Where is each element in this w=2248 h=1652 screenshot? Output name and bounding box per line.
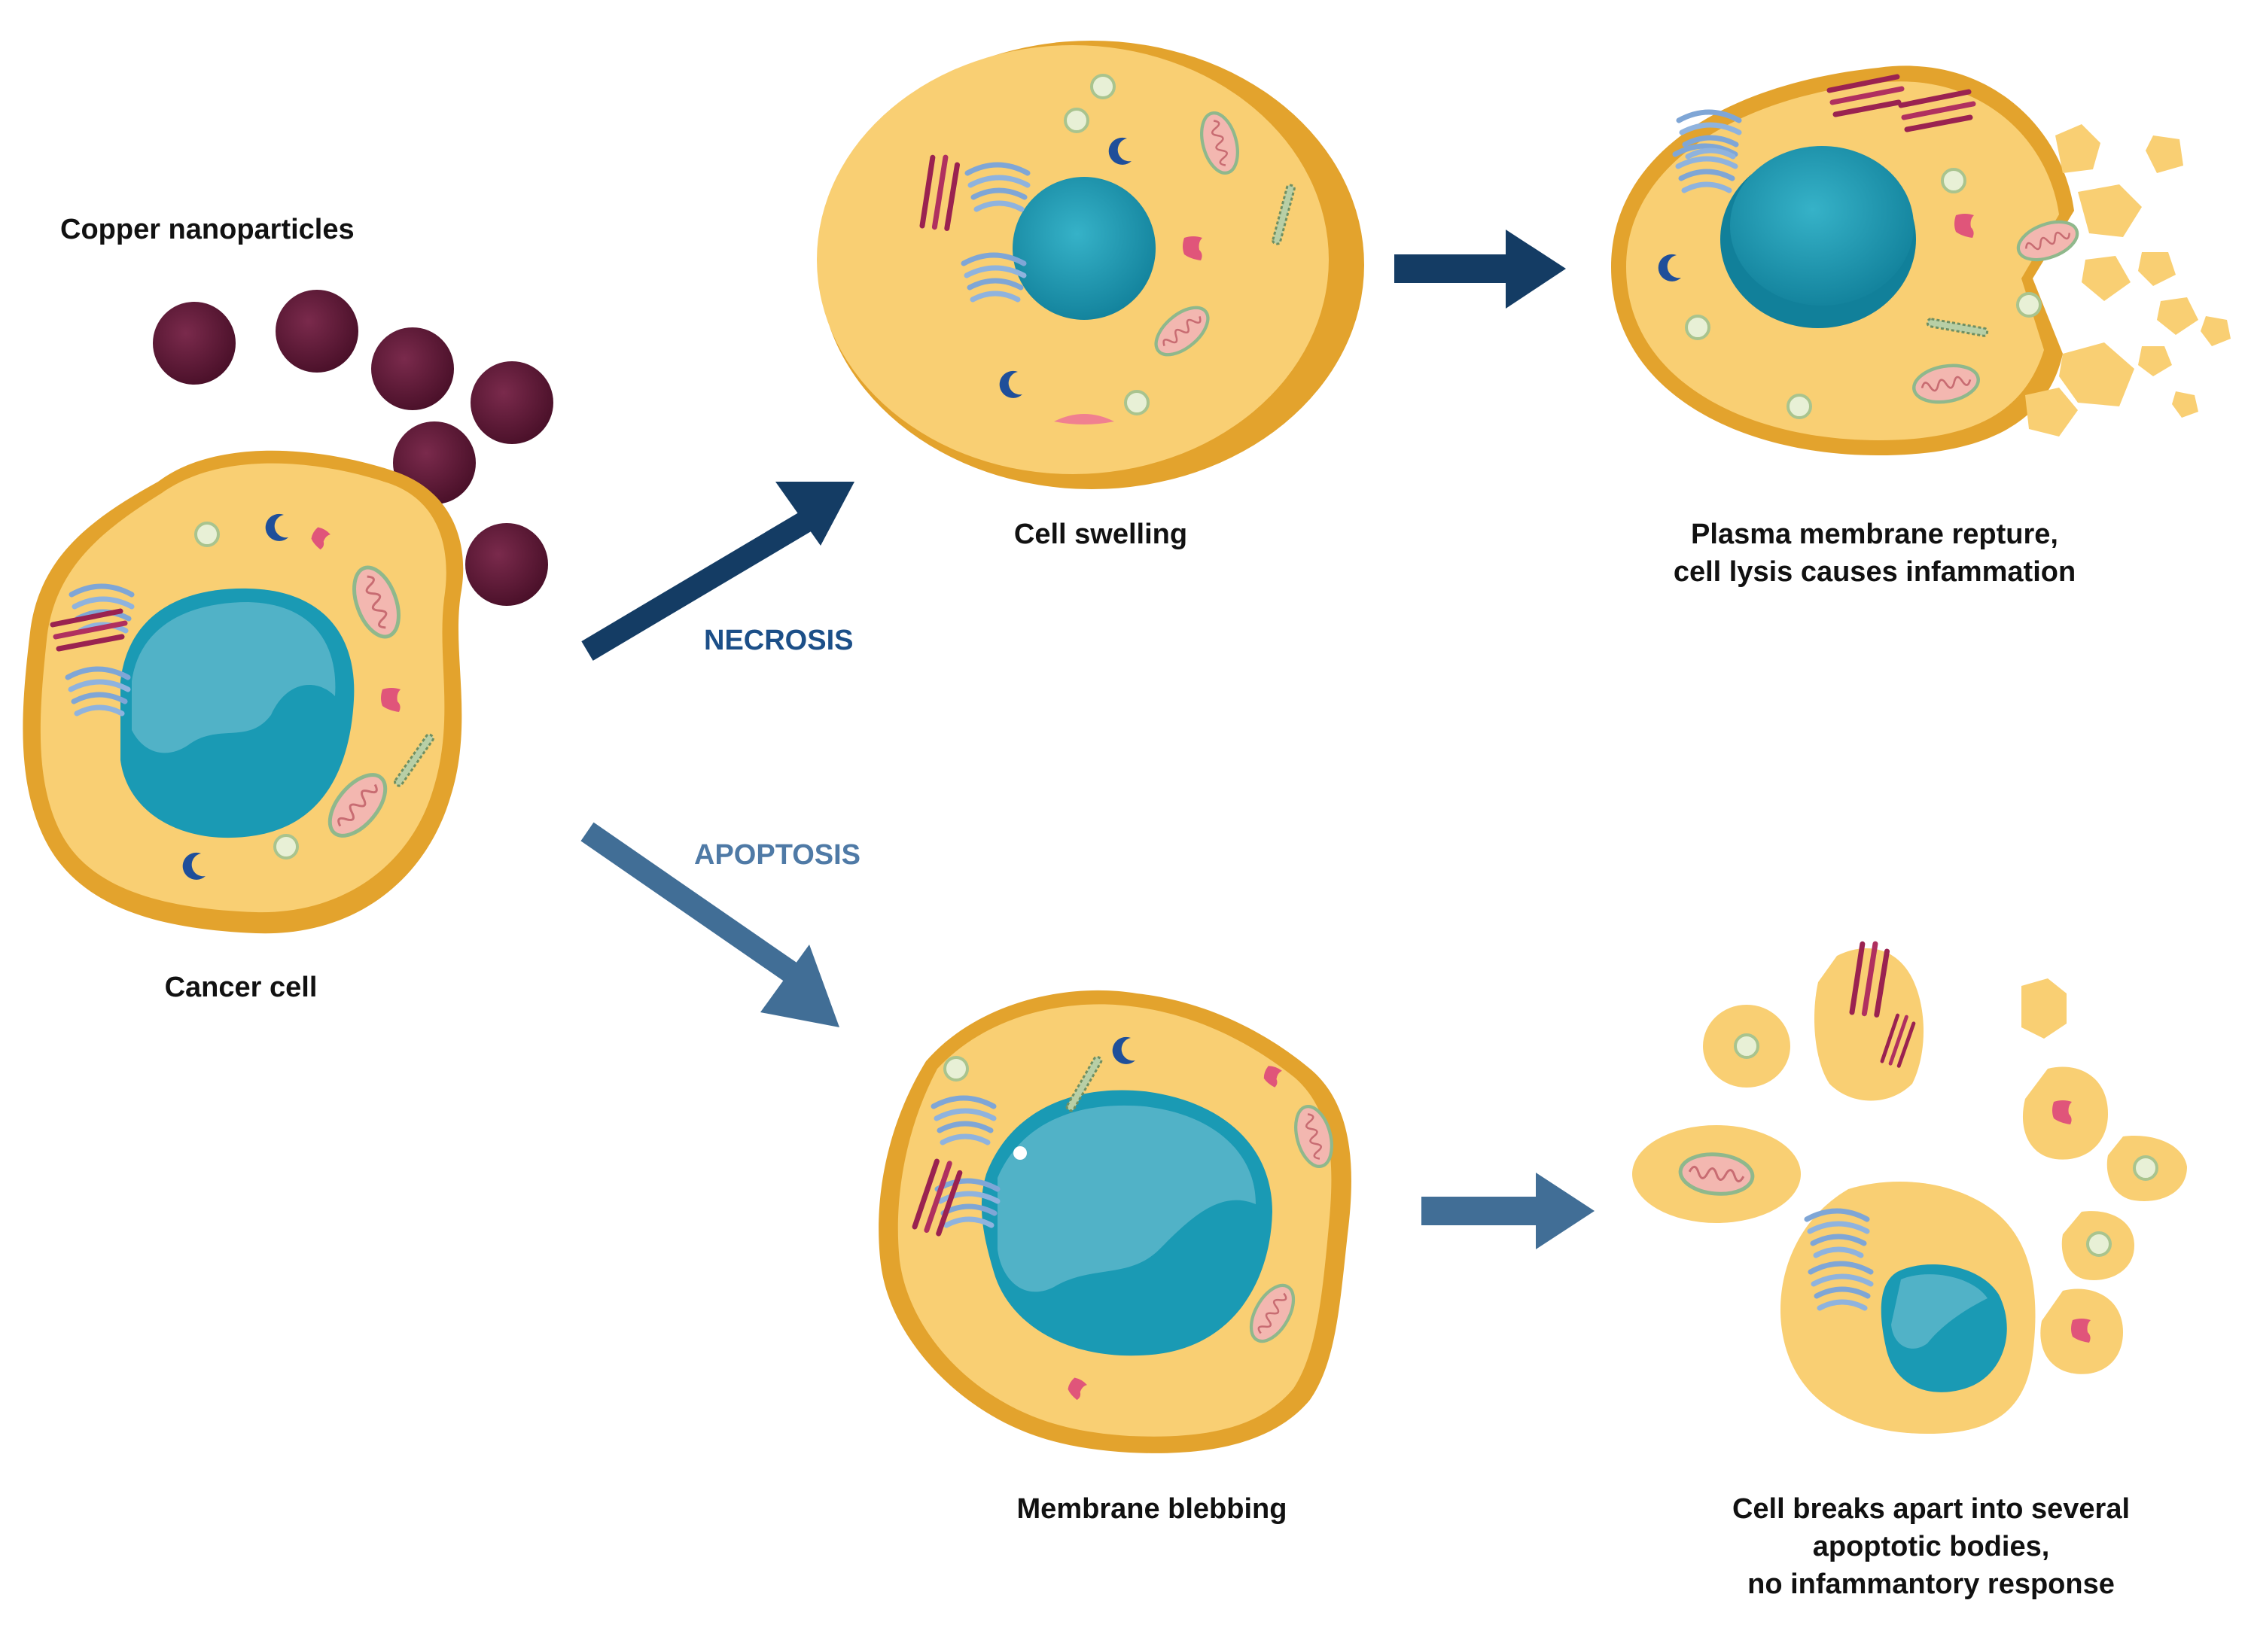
necrosis-step-arrow xyxy=(1394,230,1566,309)
membrane-blebbing-text: Membrane blebbing xyxy=(1016,1493,1287,1525)
debris-fragment xyxy=(2201,316,2231,346)
debris-fragment xyxy=(2082,256,2131,301)
debris-fragment xyxy=(2157,297,2198,335)
vesicle-icon xyxy=(2133,1155,2158,1181)
membrane-rupture-line1: Plasma membrane repture, xyxy=(1691,519,2058,550)
blebbing-cell-illustration xyxy=(879,990,1351,1453)
ruptured-cell-illustration xyxy=(1611,65,2231,456)
vesicle-icon xyxy=(1090,74,1116,99)
debris-fragment xyxy=(2059,342,2134,406)
nanoparticle xyxy=(471,361,553,444)
apoptosis-arrow xyxy=(580,822,839,1027)
vesicle-icon xyxy=(1941,168,1966,193)
debris-fragment xyxy=(2138,252,2176,286)
vesicle-icon xyxy=(943,1056,969,1082)
vesicle-icon xyxy=(1124,390,1150,415)
apoptotic-bodies-line2: apoptotic bodies, xyxy=(1812,1531,2050,1563)
cancer-cell-label: Cancer cell xyxy=(105,969,376,1006)
apoptotic-body xyxy=(2021,978,2067,1039)
nanoparticle xyxy=(153,302,236,385)
debris-fragment xyxy=(2078,184,2142,237)
necrosis-label: NECROSIS xyxy=(704,625,854,656)
necrosis-arrow xyxy=(581,482,854,661)
debris-fragment xyxy=(2172,391,2198,418)
nanoparticle xyxy=(371,327,454,410)
nanoparticle xyxy=(465,523,548,606)
cell-swelling-text: Cell swelling xyxy=(1013,519,1188,550)
copper-nanoparticles-label: Copper nanoparticles xyxy=(60,211,355,248)
apoptotic-bodies-illustration xyxy=(1632,940,2187,1434)
membrane-rupture-line2: cell lysis causes infammation xyxy=(1673,556,2076,589)
cell-swelling-label: Cell swelling xyxy=(950,516,1251,553)
debris-fragment xyxy=(2138,346,2172,376)
membrane-blebbing-label: Membrane blebbing xyxy=(964,1490,1340,1528)
swollen-cell-illustration xyxy=(817,41,1364,489)
vesicle-icon xyxy=(194,522,220,547)
apoptotic-bodies-line1: Cell breaks apart into several xyxy=(1732,1493,2131,1525)
vesicle-icon xyxy=(1734,1033,1759,1059)
vesicle-icon xyxy=(1685,315,1710,340)
vesicle-icon xyxy=(1787,394,1812,419)
debris-fragment xyxy=(2025,388,2078,437)
apoptosis-label: APOPTOSIS xyxy=(694,839,861,871)
vesicle-icon xyxy=(273,834,299,859)
organelle-fragment xyxy=(1054,414,1114,424)
membrane-rupture-label: Plasma membrane repture, cell lysis caus… xyxy=(1611,516,2138,591)
debris-fragment xyxy=(2146,135,2183,173)
vesicle-icon xyxy=(1064,108,1089,133)
vesicle-icon xyxy=(2016,292,2042,318)
copper-nanoparticles-text: Copper nanoparticles xyxy=(60,214,355,245)
apoptosis-step-arrow xyxy=(1421,1173,1595,1249)
cancer-cell-illustration xyxy=(23,450,464,934)
apoptotic-bodies-line3: no infammantory response xyxy=(1747,1568,2115,1601)
debris-fragment xyxy=(2055,124,2100,173)
membrane-debris xyxy=(2025,124,2231,437)
cancer-cell-text: Cancer cell xyxy=(164,972,318,1003)
apoptotic-bodies-label: Cell breaks apart into several apoptotic… xyxy=(1668,1490,2195,1603)
apoptotic-body xyxy=(1814,948,1924,1101)
copper-nanoparticles xyxy=(153,290,553,606)
vesicle-icon xyxy=(2086,1231,2112,1257)
nanoparticle xyxy=(276,290,358,373)
